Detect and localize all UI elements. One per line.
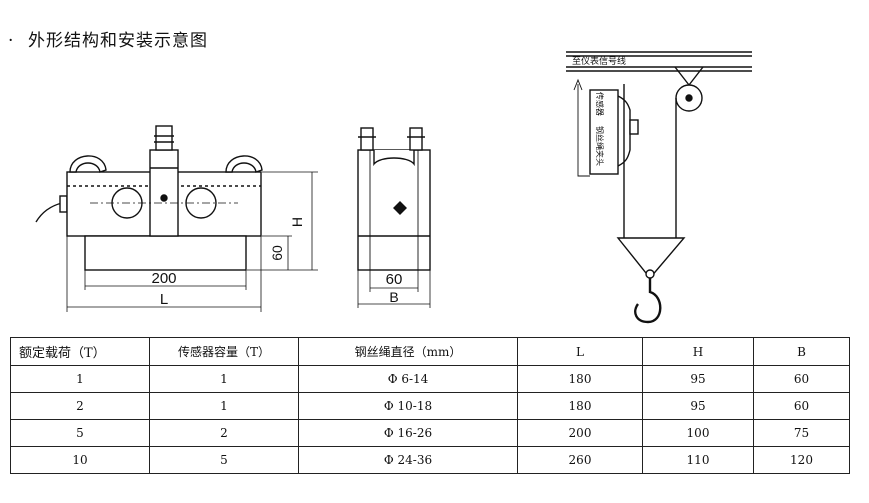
side-dim-b-label: B: [389, 289, 398, 305]
side-left-bolt: [360, 127, 374, 151]
cell-rope-diameter: Φ 16-26: [298, 419, 518, 447]
sensor-label-bottom: 钢丝绳夹头: [595, 126, 605, 166]
table-row: 10 5 Φ 24-36 260 110 120: [10, 446, 850, 474]
cell-h: 100: [642, 419, 754, 447]
table-row: 2 1 Φ 10-18 180 95 60: [10, 392, 850, 420]
header-rope-diameter: 钢丝绳直径（mm）: [298, 337, 518, 366]
side-center-mark: [393, 201, 407, 215]
dim-l-label: L: [160, 291, 168, 308]
header-h: H: [642, 337, 754, 366]
header-sensor-capacity: 传感器容量（T）: [149, 337, 299, 366]
header-l: L: [517, 337, 643, 366]
side-dim-60-label: 60: [386, 271, 403, 288]
cell-sensor-capacity: 5: [149, 446, 299, 474]
hook-swivel: [645, 269, 655, 279]
spec-table: 额定载荷（T） 传感器容量（T） 钢丝绳直径（mm） L H B 1 1 Φ 6…: [10, 337, 850, 474]
cell-rated-load: 2: [10, 392, 150, 420]
cable-connector: [59, 195, 68, 213]
cell-sensor-capacity: 1: [149, 365, 299, 393]
front-view: 200 L H 60: [35, 125, 318, 312]
table-row: 5 2 Φ 16-26 200 100 75: [10, 419, 850, 447]
pulley-bracket-left: [674, 66, 690, 86]
left-ear: [69, 155, 107, 173]
front-lower-block: [84, 235, 247, 271]
sensor-label-top: 传感器: [595, 92, 605, 116]
side-right-bolt: [409, 127, 423, 151]
sensor-body: [589, 89, 619, 175]
pulley-axle: [685, 94, 693, 102]
hook-block: [616, 237, 686, 280]
dim-60-label: 60: [269, 245, 285, 261]
hook: [634, 278, 662, 324]
cell-rated-load: 5: [10, 419, 150, 447]
cell-h: 95: [642, 365, 754, 393]
cell-h: 95: [642, 392, 754, 420]
cell-rope-diameter: Φ 10-18: [298, 392, 518, 420]
side-view: 60 B: [357, 127, 431, 308]
sensor-bolt: [629, 119, 639, 135]
installation-view: 至仪表信号线 传感器 钢丝绳夹头: [566, 51, 752, 324]
header-rated-load: 额定载荷（T）: [10, 337, 150, 366]
cell-rope-diameter: Φ 6-14: [298, 365, 518, 393]
dim-h-label: H: [289, 217, 305, 227]
cell-b: 75: [753, 419, 850, 447]
heading-bullet: ·: [8, 31, 15, 51]
cell-sensor-capacity: 1: [149, 392, 299, 420]
side-main-body: [357, 149, 431, 271]
cell-rope-diameter: Φ 24-36: [298, 446, 518, 474]
cell-rated-load: 1: [10, 365, 150, 393]
table-row: 1 1 Φ 6-14 180 95 60: [10, 365, 850, 393]
header-b: B: [753, 337, 850, 366]
section-heading: · 外形结构和安装示意图: [8, 26, 208, 51]
cell-b: 60: [753, 365, 850, 393]
signal-arrow: [573, 78, 583, 91]
cell-l: 260: [517, 446, 643, 474]
signal-cable: [35, 202, 63, 223]
center-mark: [160, 194, 168, 202]
signal-line-label: 至仪表信号线: [572, 55, 626, 67]
side-saddle: [373, 150, 415, 167]
cell-h: 110: [642, 446, 754, 474]
cell-sensor-capacity: 2: [149, 419, 299, 447]
signal-lead: [577, 84, 590, 177]
cell-b: 60: [753, 392, 850, 420]
cell-l: 180: [517, 365, 643, 393]
cell-rated-load: 10: [10, 446, 150, 474]
right-ear: [225, 155, 263, 173]
center-column: [149, 149, 179, 237]
technical-drawing: 200 L H 60 60 B 至仪表信号线: [35, 51, 752, 324]
heading-title: 外形结构和安装示意图: [28, 31, 208, 51]
dim-200-label: 200: [151, 270, 176, 287]
cell-l: 200: [517, 419, 643, 447]
table-header-row: 额定载荷（T） 传感器容量（T） 钢丝绳直径（mm） L H B: [10, 337, 850, 366]
cell-l: 180: [517, 392, 643, 420]
cell-b: 120: [753, 446, 850, 474]
top-bolt: [155, 125, 173, 151]
pulley-bracket-right: [688, 66, 704, 86]
